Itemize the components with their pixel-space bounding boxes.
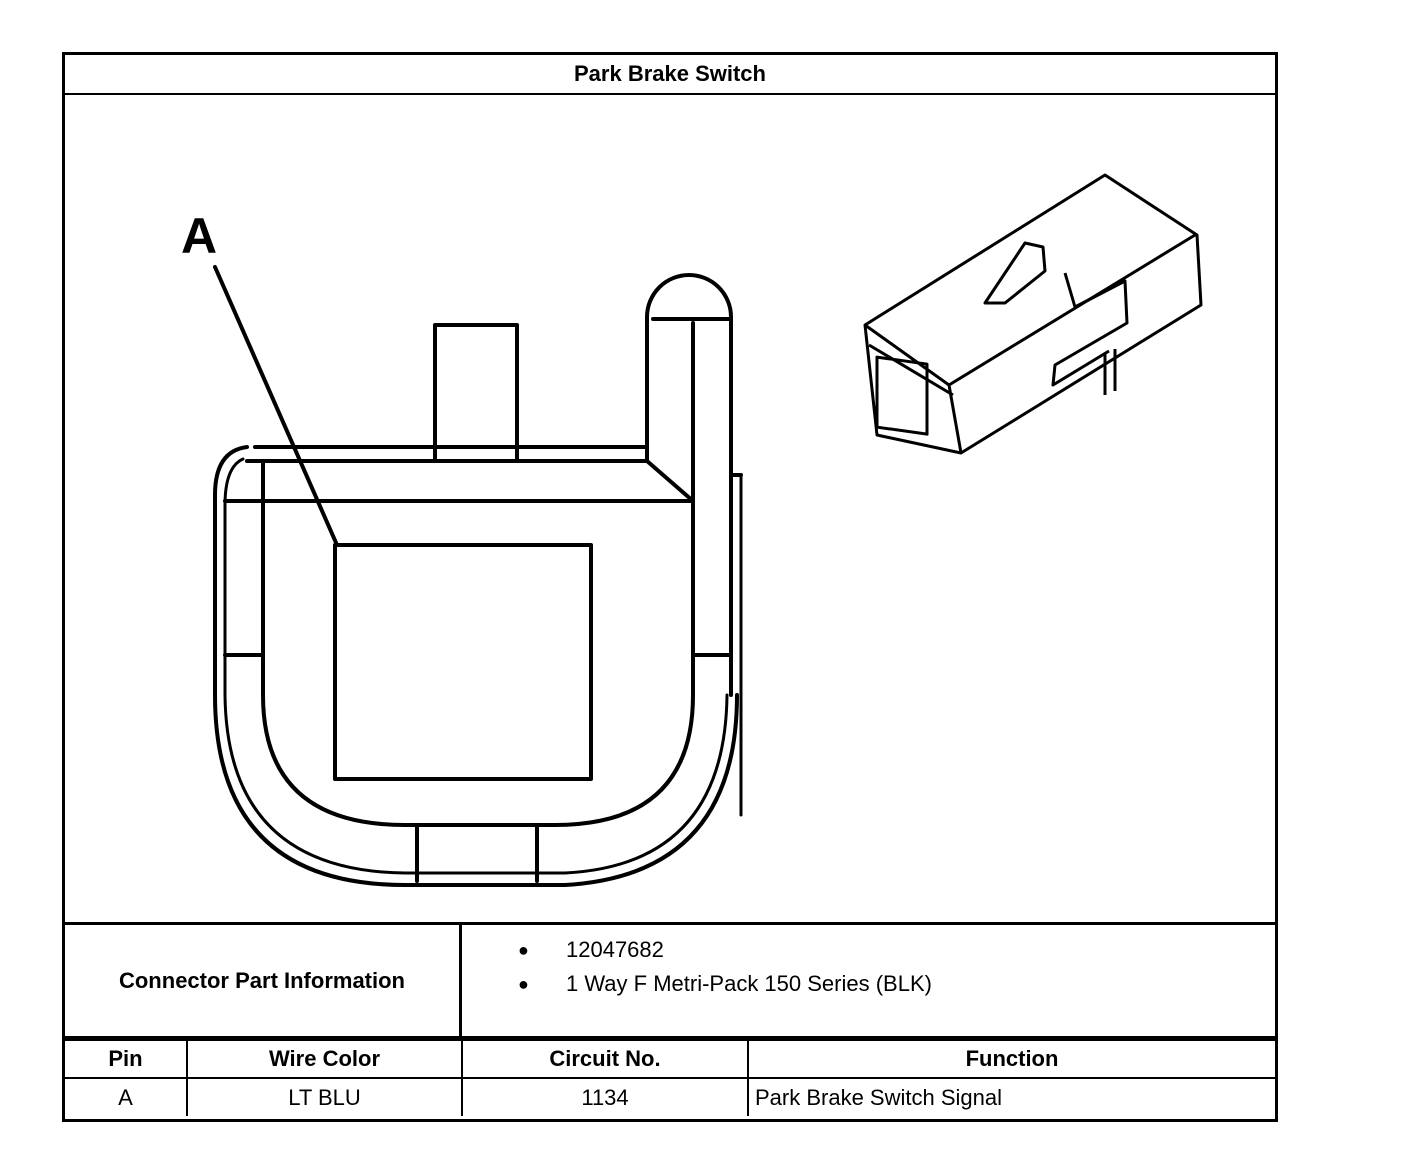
bottom-notch — [415, 823, 539, 883]
connector-part-info: Connector Part Information ● 12047682 ● … — [65, 922, 1275, 1039]
header-pin: Pin — [65, 1039, 188, 1078]
callout-label-a: A — [181, 208, 217, 264]
connector-body-outline — [863, 173, 1203, 455]
connector-part-info-label: Connector Part Information — [65, 925, 462, 1036]
connector-face-drawing: A — [181, 173, 1203, 887]
connector-latch — [983, 241, 1047, 305]
header-function: Function — [747, 1039, 1275, 1078]
connector-top-edge — [864, 323, 950, 387]
connector-top-edge-2 — [868, 343, 954, 397]
connector-cavity — [875, 355, 929, 436]
connector-iso-view — [863, 173, 1203, 455]
chamfer-line — [645, 459, 695, 503]
table-header-row: Pin Wire Color Circuit No. Function — [65, 1039, 1275, 1078]
cell-pin: A — [65, 1077, 188, 1116]
latch-tab — [433, 323, 519, 463]
connector-drawing: A — [65, 95, 1275, 922]
cell-wire-color: LT BLU — [186, 1077, 463, 1116]
connector-step — [1051, 272, 1129, 387]
housing-outer-shell — [213, 445, 739, 887]
page-title: Park Brake Switch — [65, 55, 1275, 95]
cell-function: Park Brake Switch Signal — [747, 1077, 1275, 1116]
pin-table: Pin Wire Color Circuit No. Function A LT… — [65, 1039, 1275, 1116]
callout-leader-line — [213, 265, 339, 547]
connector-part-info-list: ● 12047682 ● 1 Way F Metri-Pack 150 Seri… — [462, 925, 1275, 1036]
connector-rib — [1103, 349, 1117, 395]
terminal-cavity-a — [333, 543, 593, 781]
housing-outer-shell-inner — [223, 457, 729, 875]
connector-front-edge — [947, 233, 1196, 454]
connector-description: 1 Way F Metri-Pack 150 Series (BLK) — [566, 971, 932, 996]
part-number: 12047682 — [566, 937, 664, 962]
bullet-icon: ● — [518, 940, 529, 960]
right-tower — [645, 273, 733, 697]
connector-sheet: Park Brake Switch A — [62, 52, 1278, 1122]
cell-circuit: 1134 — [461, 1077, 749, 1116]
housing-inner-contour — [261, 653, 695, 827]
header-circuit: Circuit No. — [461, 1039, 749, 1078]
table-row: A LT BLU 1134 Park Brake Switch Signal — [65, 1077, 1275, 1116]
header-wire-color: Wire Color — [186, 1039, 463, 1078]
bullet-icon: ● — [518, 974, 529, 994]
